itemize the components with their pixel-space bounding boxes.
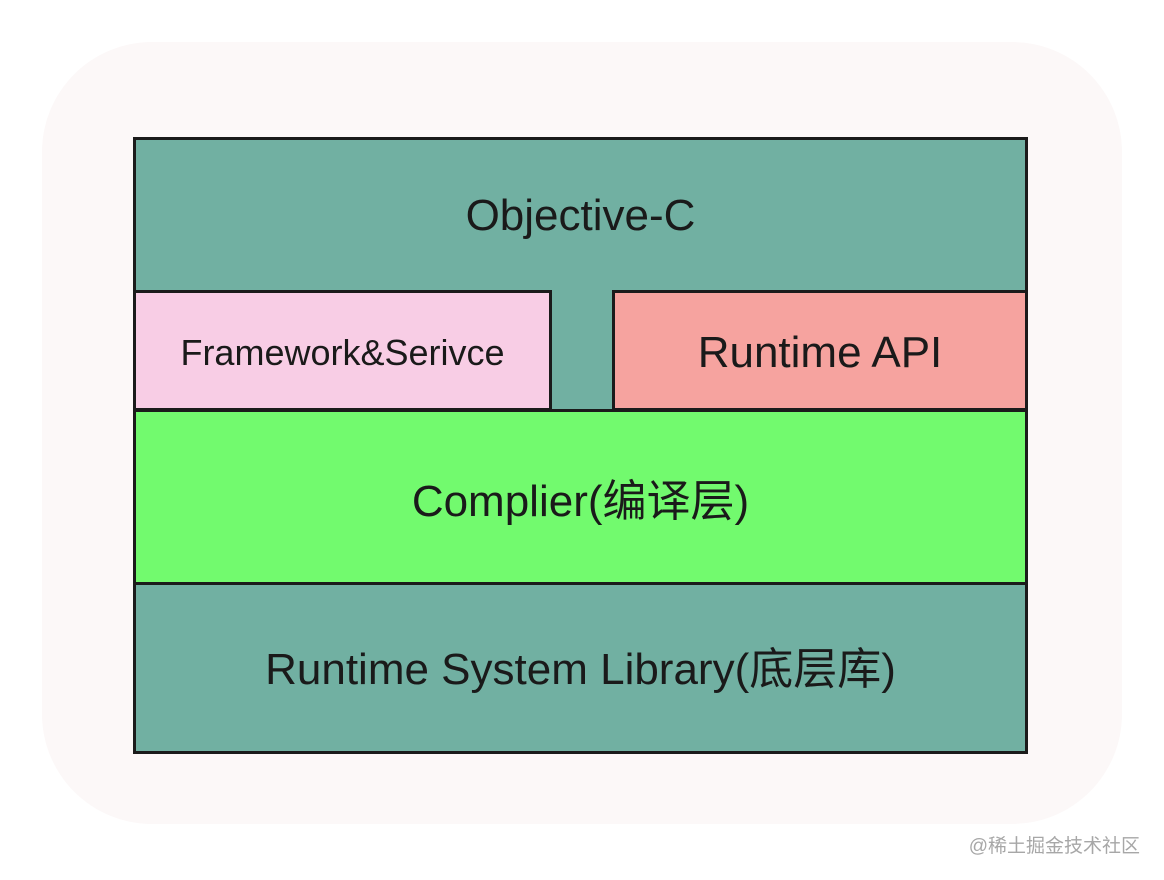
watermark: @稀土掘金技术社区: [968, 836, 1140, 857]
framework-service-layer: Framework&Serivce: [136, 290, 552, 411]
objective-c-layer: Objective-C: [465, 191, 696, 240]
runtime-system-library-layer: Runtime System Library(底层库): [265, 645, 896, 694]
compiler-layer: Complier(编译层): [136, 409, 1025, 585]
architecture-diagram: Objective-C Framework&Serivce Runtime AP…: [133, 137, 1028, 754]
runtime-api-layer: Runtime API: [612, 290, 1025, 411]
